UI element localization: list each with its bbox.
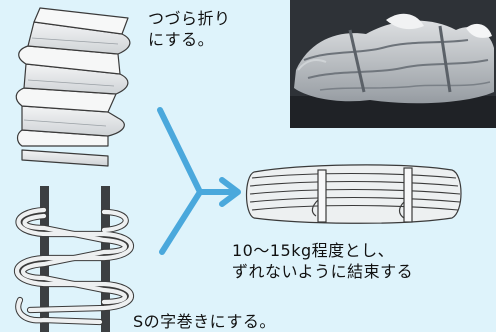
bundle-icon (245, 164, 462, 224)
folded-stack-icon (15, 7, 131, 167)
s-roll-icon (14, 186, 134, 332)
s-roll-instruction-label: Sの字巻きにする。 (133, 312, 276, 331)
merge-arrow-icon (157, 107, 241, 255)
bundle-instruction-label: 10～15kg程度とし、 ずれないように結束する (232, 241, 414, 281)
fold-instruction-label: つづら折り にする。 (148, 9, 231, 49)
photo-drawing (290, 0, 496, 128)
bundled-sheets-photo (290, 0, 496, 128)
